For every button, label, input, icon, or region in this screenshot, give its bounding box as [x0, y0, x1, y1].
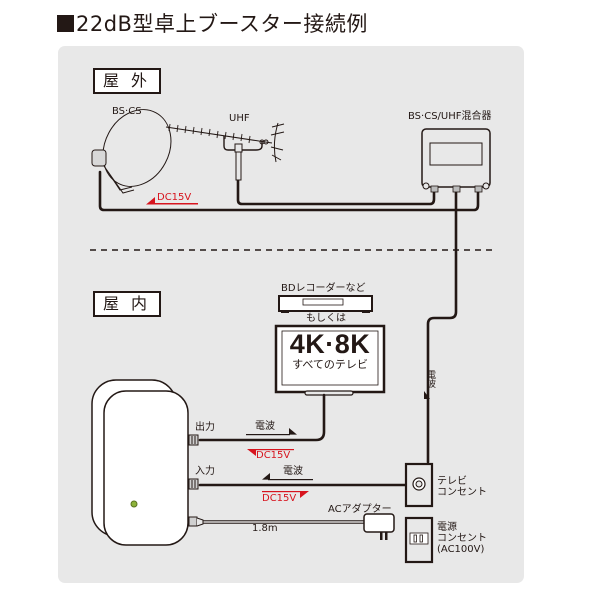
- outdoor-dc-label: DC15V: [157, 192, 192, 203]
- input-dc-label: DC15V: [262, 493, 297, 504]
- tv-outlet-label: テレビ コンセント: [437, 476, 487, 498]
- mixer-down-cable: [426, 190, 458, 464]
- page-title: 22dB型卓上ブースター接続例: [57, 8, 368, 38]
- tv-screen: 4K·8K すべてのテレビ: [281, 330, 379, 386]
- ac-adapter-icon: [363, 513, 395, 540]
- booster-device-icon: [91, 379, 189, 546]
- tv-4k8k-text: 4K·8K: [289, 329, 371, 359]
- wave-arrow-down: [424, 391, 430, 399]
- bs-cs-label: BS·CS: [112, 106, 142, 117]
- output-cable: [198, 393, 326, 442]
- input-dc-arrow: [262, 491, 309, 498]
- ac-adapter-label: ACアダプター: [328, 504, 392, 515]
- tv-icon: [274, 324, 386, 396]
- mixer-label: BS·CS/UHF混合器: [408, 111, 492, 122]
- outdoor-area-label: 屋外: [93, 68, 162, 94]
- output-wave-label: 電波: [255, 421, 275, 432]
- vertical-wave-label: 電波: [425, 370, 435, 388]
- power-outlet-icon: [404, 516, 434, 564]
- power-outlet-label-line3: (AC100V): [437, 544, 485, 555]
- output-dc-label: DC15V: [256, 450, 291, 461]
- tv-outlet-icon: [404, 462, 434, 508]
- title-text: 22dB型卓上ブースター接続例: [76, 12, 368, 36]
- uhf-antenna-icon: [165, 122, 285, 181]
- input-wave-label: 電波: [283, 466, 303, 477]
- output-dc-arrow: [247, 449, 294, 456]
- power-outlet-label-line1: 電源: [437, 522, 457, 533]
- tv-outlet-label-line1: テレビ: [437, 476, 467, 487]
- uhf-label: UHF: [229, 113, 250, 124]
- input-wave-arrow: [262, 473, 313, 481]
- or-label: もしくは: [306, 313, 346, 324]
- booster-output-label: 出力: [195, 422, 215, 433]
- bs-cs-dish-icon: [91, 109, 172, 194]
- booster-connectors: [188, 434, 204, 527]
- tv-all-tv-text: すべてのテレビ: [292, 358, 368, 371]
- power-outlet-label: 電源 コンセント (AC100V): [437, 522, 487, 555]
- dc-arrow-outdoor: [146, 197, 198, 205]
- output-wave-arrow: [246, 428, 297, 436]
- bs-cs-cable: [98, 170, 480, 212]
- tv-outlet-label-line2: コンセント: [437, 487, 487, 498]
- power-outlet-label-line2: コンセント: [437, 533, 487, 544]
- recorder-label: BDレコーダーなど: [281, 283, 366, 294]
- booster-input-label: 入力: [195, 466, 215, 477]
- indoor-area-label: 屋内: [93, 291, 162, 317]
- uhf-cable: [236, 176, 436, 206]
- square-bullet-icon: [57, 15, 74, 32]
- cable-length-label: 1.8m: [252, 523, 278, 534]
- mixer-box-icon: [421, 128, 491, 193]
- bd-recorder-icon: [278, 295, 373, 313]
